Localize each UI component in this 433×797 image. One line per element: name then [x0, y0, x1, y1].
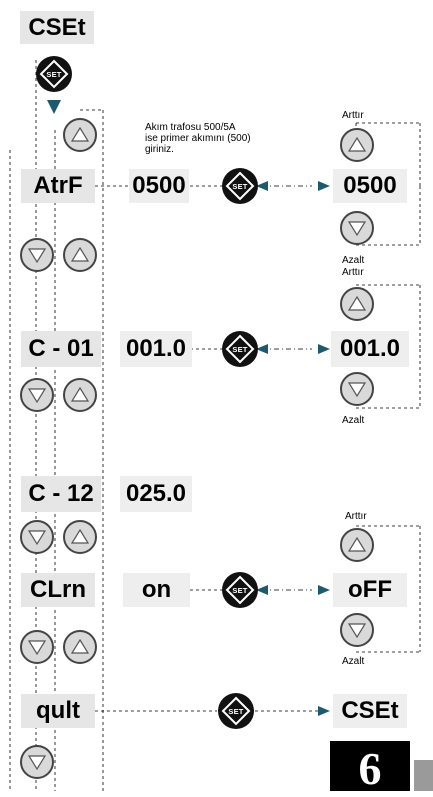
up-arrow-icon — [70, 246, 90, 262]
set-button-atrf[interactable]: SET — [222, 168, 258, 204]
note-line-1: Akım trafosu 500/5A — [145, 122, 236, 133]
up-arrow-icon — [347, 136, 367, 152]
up-arrow-icon — [70, 386, 90, 402]
value-clrn-new: oFF — [333, 573, 407, 607]
code-clrn: CLrn — [21, 573, 95, 607]
up-button-clrn[interactable] — [63, 520, 97, 554]
note-line-2: ise primer akımını (500) — [145, 133, 251, 144]
set-button-icon — [225, 575, 255, 605]
down-arrow-icon — [347, 382, 367, 398]
up-button-c12[interactable] — [63, 378, 97, 412]
down-button-clrn[interactable] — [20, 630, 54, 664]
increase-label-2: Arttır — [342, 267, 364, 278]
set-label: SET — [46, 69, 62, 79]
down-button-c12[interactable] — [20, 520, 54, 554]
decrease-label-2: Azalt — [342, 415, 365, 426]
value-c12-current: 025.0 — [120, 476, 192, 512]
set-button-qult[interactable]: SET — [218, 693, 254, 729]
code-cset-top: CSEt — [20, 11, 94, 44]
decrease-button-clrn[interactable] — [340, 613, 374, 647]
up-arrow-icon — [70, 638, 90, 654]
code-atrf: AtrF — [21, 169, 95, 203]
code-qult: qult — [21, 694, 95, 728]
set-button-c01[interactable]: SET — [222, 331, 258, 367]
up-button-atrf[interactable] — [63, 118, 97, 152]
down-button-qult[interactable] — [20, 745, 54, 779]
page-tab — [414, 760, 433, 791]
set-label: SET — [232, 344, 248, 354]
down-arrow-icon — [27, 530, 47, 546]
increase-button-clrn[interactable] — [340, 528, 374, 562]
set-button-icon — [221, 696, 251, 726]
decrease-button-c01[interactable] — [340, 372, 374, 406]
up-arrow-icon — [347, 536, 367, 552]
down-button-c01[interactable] — [20, 378, 54, 412]
value-c01-new: 001.0 — [331, 331, 409, 367]
set-label: SET — [232, 585, 248, 595]
up-arrow-icon — [70, 528, 90, 544]
decrease-label-1: Azalt — [342, 255, 365, 266]
set-label: SET — [232, 181, 248, 191]
code-c01: C - 01 — [21, 331, 101, 367]
set-button-icon — [39, 59, 69, 89]
set-button-icon — [225, 171, 255, 201]
up-arrow-icon — [347, 295, 367, 311]
value-atrf-new: 0500 — [333, 169, 407, 203]
set-button-icon — [225, 334, 255, 364]
set-label: SET — [228, 706, 244, 716]
note-line-3: giriniz. — [145, 144, 174, 155]
down-arrow-icon — [27, 388, 47, 404]
decrease-button-atrf[interactable] — [340, 211, 374, 245]
value-atrf-current: 0500 — [129, 169, 189, 203]
atrf-note: Akım trafosu 500/5A ise primer akımını (… — [145, 122, 315, 155]
value-c01-current: 001.0 — [120, 331, 192, 367]
up-arrow-icon — [70, 126, 90, 142]
increase-button-c01[interactable] — [340, 287, 374, 321]
code-cset-bottom: CSEt — [333, 694, 407, 728]
down-arrow-icon — [347, 623, 367, 639]
set-button-top[interactable]: SET — [36, 56, 72, 92]
page-number: 6 — [330, 741, 410, 794]
increase-label-1: Arttır — [342, 110, 364, 121]
down-arrow-icon — [347, 221, 367, 237]
value-clrn-current: on — [123, 573, 190, 607]
set-button-clrn[interactable]: SET — [222, 572, 258, 608]
down-button-atrf[interactable] — [20, 238, 54, 272]
increase-label-3: Arttır — [345, 511, 367, 522]
down-arrow-icon — [27, 755, 47, 771]
down-arrow-icon — [27, 248, 47, 264]
decrease-label-3: Azalt — [342, 656, 365, 667]
up-button-c01[interactable] — [63, 238, 97, 272]
code-c12: C - 12 — [21, 476, 101, 512]
increase-button-atrf[interactable] — [340, 128, 374, 162]
up-button-qult[interactable] — [63, 630, 97, 664]
down-arrow-icon — [27, 640, 47, 656]
